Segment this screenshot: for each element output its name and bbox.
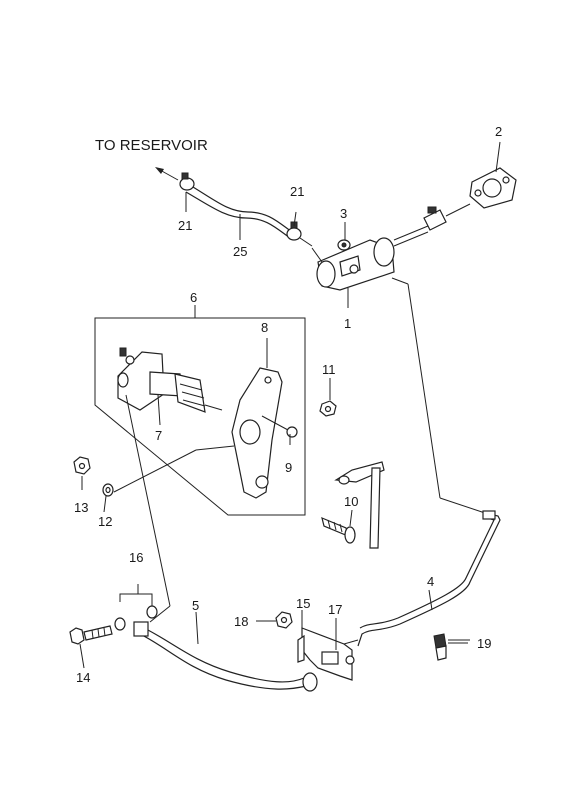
master-cylinder-gasket: [469, 167, 517, 209]
nut-13: [73, 456, 91, 475]
washers-16: [114, 584, 158, 631]
callout-11: 11: [322, 362, 336, 377]
callout-10: 10: [344, 494, 358, 509]
bolt-10: [321, 516, 356, 544]
callout-4: 4: [427, 574, 434, 589]
hose-bracket-17: [301, 627, 359, 681]
callout-18: 18: [234, 614, 248, 629]
master-to-pipe-leader: [391, 277, 486, 514]
nut-11: [319, 400, 337, 417]
to-reservoir-caption: TO RESERVOIR: [95, 137, 208, 154]
nut-18: [275, 611, 293, 629]
hose-clamp-lower: [286, 221, 313, 247]
callout-5: 5: [192, 598, 199, 613]
clutch-pipe: [357, 510, 501, 647]
callout-17: 17: [328, 602, 342, 617]
callout-8: 8: [261, 320, 268, 335]
clutch-master-cylinder: [311, 225, 429, 291]
callout-1: 1: [344, 316, 351, 331]
fitting-19: [433, 633, 470, 661]
callout-9: 9: [285, 460, 292, 475]
callout-14: 14: [76, 670, 90, 685]
callout-6: 6: [190, 290, 197, 305]
callout-13: 13: [74, 500, 88, 515]
callout-leaders: [79, 141, 501, 669]
hose-to-box-leader: [125, 394, 171, 623]
nut-washer-leader: [113, 445, 235, 493]
clip-15: [297, 622, 305, 663]
callout-21-lower: 21: [178, 218, 192, 233]
washer-12: [102, 483, 114, 497]
callout-15: 15: [296, 596, 310, 611]
callout-3: 3: [340, 206, 347, 221]
callout-16: 16: [129, 550, 143, 565]
callout-21-upper: 21: [290, 184, 304, 199]
reservoir-hose: [185, 183, 293, 239]
to-reservoir-arrow: [155, 167, 179, 181]
mounting-bracket-rod: [334, 461, 385, 549]
union-bolt-14: [69, 625, 113, 645]
callout-19: 19: [477, 636, 491, 651]
slave-cylinder: [117, 347, 223, 413]
master-cylinder-nut: [337, 239, 351, 251]
pushrod-clevis: [423, 203, 471, 231]
callout-2: 2: [495, 124, 502, 139]
callout-7: 7: [155, 428, 162, 443]
slave-cylinder-detail-box: [94, 317, 306, 516]
callout-12: 12: [98, 514, 112, 529]
clutch-flex-hose: [133, 621, 318, 692]
hose-clamp-upper: [179, 172, 195, 191]
callout-25: 25: [233, 244, 247, 259]
release-fork-lever: [231, 367, 283, 499]
